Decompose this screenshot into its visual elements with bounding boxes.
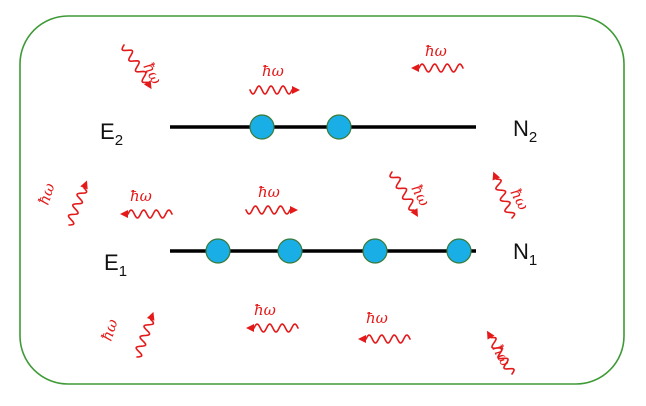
particle-lower-1 bbox=[205, 238, 231, 264]
population-label-lower-sub: 1 bbox=[529, 252, 537, 269]
photon-wave bbox=[389, 171, 415, 211]
photon-6: ħω bbox=[245, 183, 298, 215]
photon-wave bbox=[249, 85, 293, 95]
photon-5: ħω bbox=[120, 187, 173, 219]
arrowhead-icon bbox=[292, 86, 300, 94]
particles bbox=[205, 114, 472, 264]
photon-2: ħω bbox=[249, 62, 300, 95]
wavy-arrow-icon bbox=[492, 171, 516, 219]
wavy-arrow-icon bbox=[121, 44, 152, 90]
energy-label-upper-main: E bbox=[100, 119, 115, 144]
photon-energy-label: ħω bbox=[262, 62, 284, 80]
photon-3: ħω bbox=[411, 42, 464, 73]
arrowhead-icon bbox=[143, 80, 152, 90]
arrowhead-icon bbox=[120, 210, 128, 218]
arrowhead-icon bbox=[410, 208, 418, 218]
population-label-lower: N1 bbox=[513, 239, 537, 269]
photon-energy-label: ħω bbox=[258, 183, 280, 201]
population-label-lower-main: N bbox=[513, 239, 529, 264]
particle-lower-4 bbox=[446, 238, 472, 264]
wavy-arrow-icon bbox=[389, 171, 418, 218]
particle-upper-1 bbox=[249, 114, 275, 140]
photon-8: ħω bbox=[492, 171, 533, 219]
photon-energy-label: ħω bbox=[130, 187, 152, 205]
wavy-arrow-icon bbox=[411, 63, 464, 73]
photon-10: ħω bbox=[246, 301, 299, 333]
wavy-arrow-icon bbox=[246, 323, 299, 333]
photon-wave bbox=[253, 323, 299, 333]
wavy-arrow-icon bbox=[120, 209, 173, 219]
photon-wave bbox=[490, 336, 515, 375]
photon-9: ħω bbox=[98, 311, 155, 358]
arrowhead-icon bbox=[246, 324, 254, 332]
photon-energy-label: ħω bbox=[254, 301, 276, 319]
photon-energy-label: ħω bbox=[506, 185, 532, 213]
population-label-upper-sub: 2 bbox=[529, 129, 537, 146]
photon-energy-label: ħω bbox=[35, 181, 59, 207]
wavy-arrow-icon bbox=[358, 334, 411, 344]
photon-wave bbox=[127, 209, 173, 219]
energy-label-lower-sub: 1 bbox=[119, 263, 127, 280]
wavy-arrow-icon bbox=[135, 311, 155, 358]
photon-wave bbox=[121, 44, 149, 84]
arrowhead-icon bbox=[358, 335, 366, 343]
photon-11: ħω bbox=[358, 309, 411, 344]
particle-upper-2 bbox=[326, 114, 352, 140]
population-label-upper: N2 bbox=[513, 116, 537, 146]
arrowhead-icon bbox=[80, 180, 88, 190]
particle-lower-2 bbox=[277, 238, 303, 264]
photon-4: ħω bbox=[35, 180, 88, 226]
arrowhead-icon bbox=[492, 171, 500, 181]
photon-wave bbox=[495, 178, 516, 219]
arrowhead-icon bbox=[487, 330, 495, 340]
enclosure-border bbox=[19, 15, 625, 385]
wavy-arrow-icon bbox=[249, 85, 300, 95]
arrowhead-icon bbox=[290, 206, 298, 214]
photon-wave bbox=[418, 63, 464, 73]
energy-label-lower-main: E bbox=[104, 250, 119, 275]
photon-wave bbox=[135, 318, 155, 358]
arrowhead-icon bbox=[411, 64, 419, 72]
population-label-upper-main: N bbox=[513, 116, 529, 141]
photon-energy-label: ħω bbox=[366, 309, 388, 327]
wavy-arrow-icon bbox=[245, 205, 298, 215]
lower-level: E1 N1 bbox=[104, 239, 537, 280]
particle-lower-3 bbox=[362, 238, 388, 264]
photon-energy-label: ħω bbox=[425, 42, 447, 60]
energy-label-upper-sub: 2 bbox=[115, 132, 123, 149]
arrowhead-icon bbox=[146, 311, 155, 321]
photon-12: ħω bbox=[487, 330, 515, 375]
photon-1: ħω bbox=[121, 44, 166, 90]
photon-wave bbox=[245, 205, 291, 215]
wavy-arrow-icon bbox=[67, 180, 88, 226]
upper-level: E2 N2 bbox=[100, 116, 537, 149]
photons: ħω ħω ħω ħω ħω ħω ħω ħω ħω ħω ħω ħω bbox=[35, 42, 533, 375]
photon-energy-label: ħω bbox=[98, 317, 122, 343]
photon-wave bbox=[365, 334, 411, 344]
energy-label-upper: E2 bbox=[100, 119, 123, 149]
photon-7: ħω bbox=[389, 171, 434, 218]
wavy-arrow-icon bbox=[487, 330, 515, 375]
energy-label-lower: E1 bbox=[104, 250, 127, 280]
photon-wave bbox=[67, 187, 88, 226]
